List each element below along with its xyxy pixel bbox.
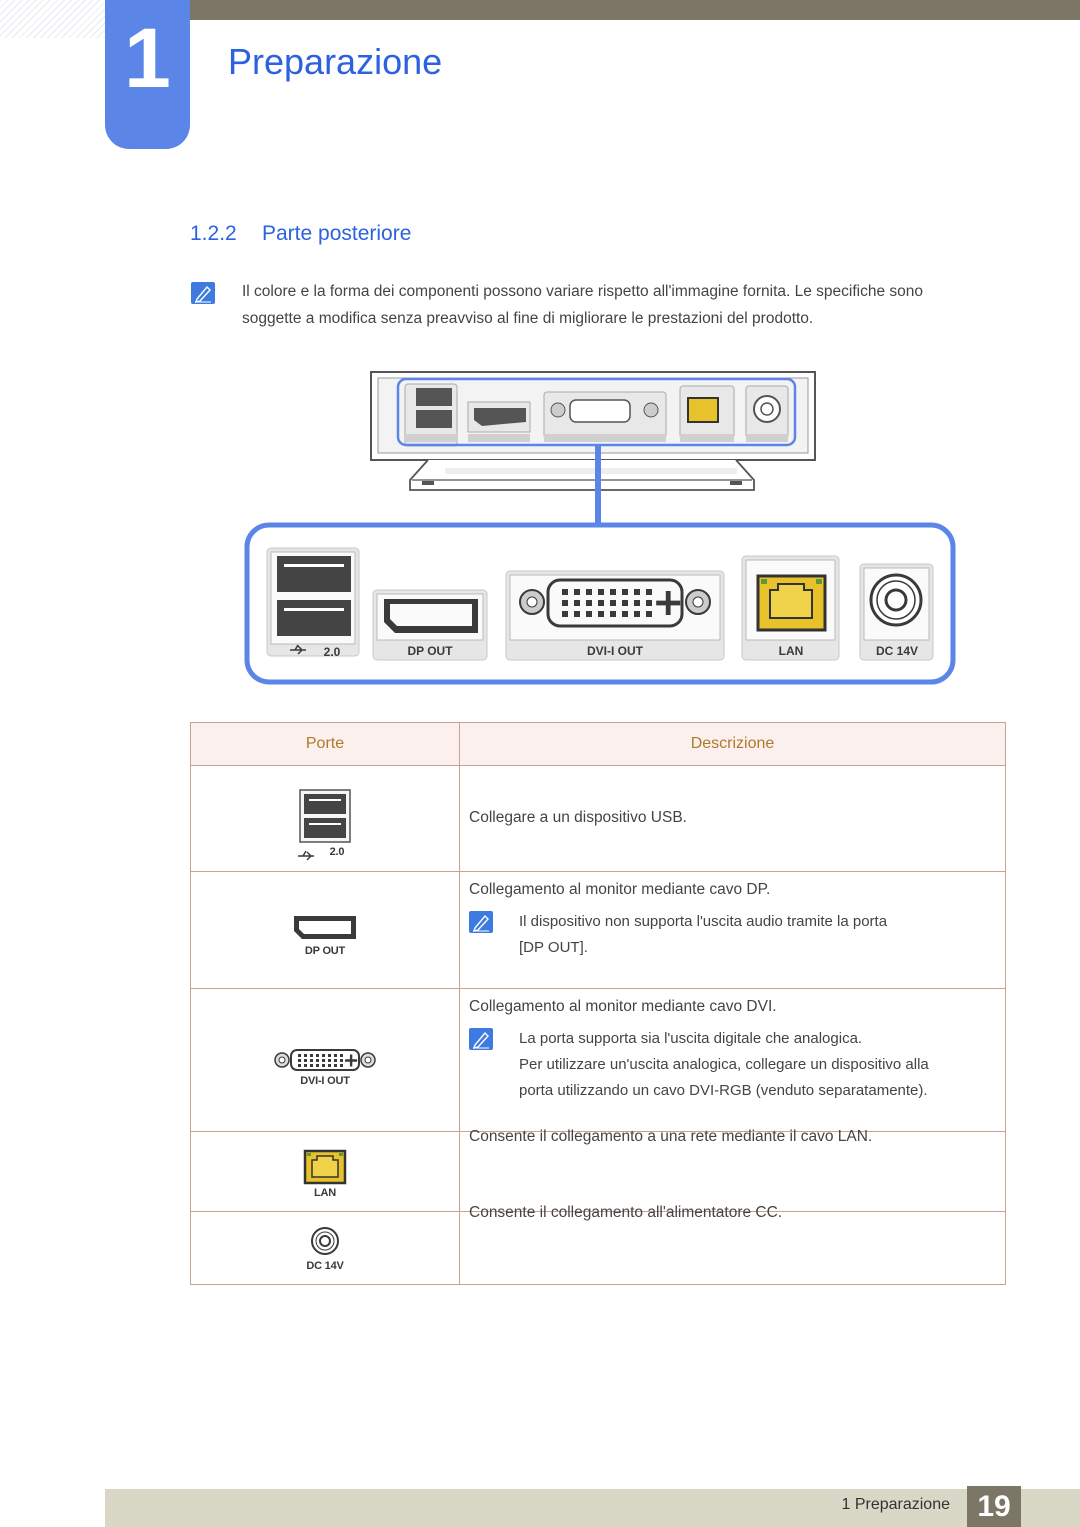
header-bar	[190, 0, 1080, 20]
page-number: 19	[977, 1490, 1011, 1523]
section-heading: 1.2.2 Parte posteriore	[190, 220, 411, 248]
usb-label: 2.0	[324, 645, 341, 659]
description-cell: Collegare a un dispositivo USB.	[459, 765, 1006, 872]
table-row: LAN Consente il collegamento a una rete …	[190, 1128, 1006, 1212]
description-note: La porta supporta sia l'uscita digitale …	[469, 1026, 995, 1104]
zoom-connector	[595, 446, 601, 524]
note-pencil-icon	[469, 1028, 493, 1050]
description-cell: Consente il collegamento all'alimentator…	[459, 1204, 1006, 1285]
description-text: Collegamento al monitor mediante cavo DP…	[469, 881, 771, 898]
chapter-title: Preparazione	[228, 41, 443, 82]
device-small-view	[370, 371, 816, 491]
note-line: Il colore e la forma dei componenti poss…	[242, 283, 924, 300]
footer-label: 1 Preparazione	[841, 1496, 950, 1513]
lan-port-icon	[303, 1149, 347, 1184]
description-cell: Collegamento al monitor mediante cavo DP…	[459, 871, 1006, 989]
description-text: Collegamento al monitor mediante cavo DV…	[469, 998, 777, 1015]
dvi-port-large: DVI-I OUT	[505, 570, 725, 661]
dc-port-cell: DC 14V	[190, 1211, 460, 1285]
dp-port-icon	[294, 916, 356, 939]
note-line: Per utilizzare un'uscita analogica, coll…	[519, 1056, 929, 1073]
description-text: Consente il collegamento all'alimentator…	[469, 1204, 783, 1221]
note-pencil-icon	[191, 282, 215, 304]
description-cell: Consente il collegamento a una rete medi…	[459, 1128, 1006, 1212]
description-cell: Collegamento al monitor mediante cavo DV…	[459, 988, 1006, 1132]
lan-label: LAN	[779, 644, 804, 658]
header-hatch	[0, 0, 105, 38]
dp-port-cell: DP OUT	[190, 871, 460, 989]
note-line: La porta supporta sia l'uscita digitale …	[519, 1030, 863, 1047]
table-header-row: Porte Descrizione	[190, 722, 1006, 766]
lan-port-cell: LAN	[190, 1131, 460, 1212]
usb-port-label: 2.0	[329, 845, 345, 858]
header-description: Descrizione	[459, 722, 1006, 766]
footer-bar	[105, 1489, 967, 1527]
note-line: [DP OUT].	[519, 939, 588, 956]
rear-panel-diagram: 2.0 DP OUT DVI-I OUT LAN	[244, 371, 956, 685]
ports-zoom-panel: 2.0 DP OUT DVI-I OUT LAN	[244, 522, 956, 685]
page-number-box	[967, 1486, 1021, 1527]
lan-port-label: LAN	[313, 1186, 336, 1199]
usb-port-icon	[298, 788, 351, 860]
dvi-port-icon	[274, 1049, 376, 1071]
dvi-port-cell: DVI-I OUT	[190, 988, 460, 1132]
dc-port-large: DC 14V	[859, 563, 934, 661]
dvi-port-label: DVI-I OUT	[300, 1075, 350, 1087]
section-number: 1.2.2	[190, 222, 237, 245]
note-line: Il dispositivo non supporta l'uscita aud…	[519, 913, 888, 930]
lan-port-large: LAN	[741, 555, 840, 661]
note-line: porta utilizzando un cavo DVI-RGB (vendu…	[519, 1082, 928, 1099]
usb-port-cell: 2.0	[190, 765, 460, 872]
description-text: Collegare a un dispositivo USB.	[469, 809, 687, 826]
note-pencil-icon	[469, 911, 493, 933]
table-row: DP OUT Collegamento al monitor mediante …	[190, 871, 1006, 989]
dc-power-icon	[311, 1227, 339, 1255]
footer-bar-end	[1021, 1489, 1080, 1527]
description-note: Il dispositivo non supporta l'uscita aud…	[469, 909, 995, 961]
dp-port-label: DP OUT	[304, 945, 346, 957]
section-title: Parte posteriore	[262, 222, 412, 245]
table-row: DC 14V Consente il collegamento all'alim…	[190, 1204, 1006, 1285]
header-port: Porte	[190, 722, 460, 766]
chapter-number: 1	[124, 11, 171, 105]
description-text: Consente il collegamento a una rete medi…	[469, 1128, 873, 1145]
table-row: DVI-I OUT Collegamento al monitor median…	[190, 988, 1006, 1132]
table-row: 2.0 Collegare a un dispositivo USB.	[190, 765, 1006, 872]
dp-port-large: DP OUT	[372, 589, 488, 661]
dp-out-label: DP OUT	[407, 644, 453, 658]
chapter-tab	[105, 0, 190, 149]
dvi-i-out-label: DVI-I OUT	[587, 644, 644, 658]
usb-port-large: 2.0	[266, 547, 360, 659]
dc-14v-label: DC 14V	[876, 644, 918, 658]
ports-table: Porte Descrizione 2.0 Collegare a un dis…	[190, 722, 1006, 1285]
note-line: soggette a modifica senza preavviso al f…	[242, 310, 814, 327]
note-text: Il colore e la forma dei componenti poss…	[242, 278, 992, 332]
dc-port-label: DC 14V	[306, 1260, 344, 1272]
